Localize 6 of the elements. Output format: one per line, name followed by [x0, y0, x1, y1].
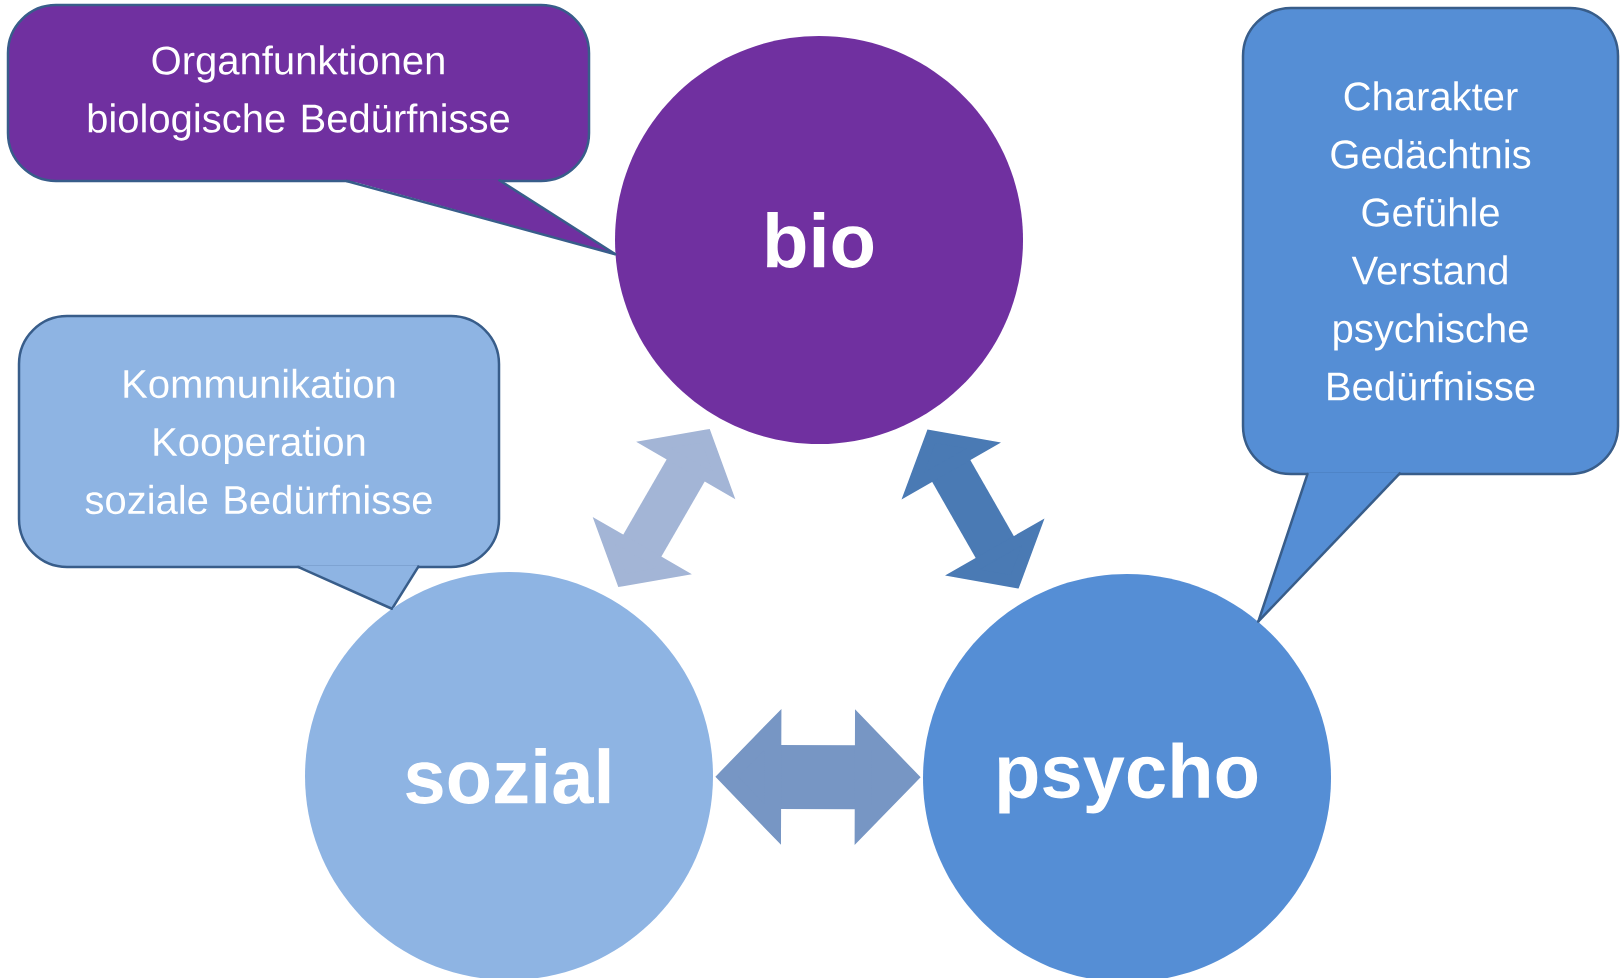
callout-tail — [345, 179, 617, 256]
callout-bubble: Charakter Gedächtnis Gefühle Verstand psychische Bedürfnisse — [1241, 6, 1620, 623]
callout-tail — [296, 565, 394, 610]
callout-bubble: Organfunktionen biologische Bedürfnisse — [6, 3, 617, 256]
callout-bubble: Kommunikation Kooperation soziale Bedürfnisse — [17, 314, 501, 610]
callout-tail — [1257, 472, 1309, 623]
